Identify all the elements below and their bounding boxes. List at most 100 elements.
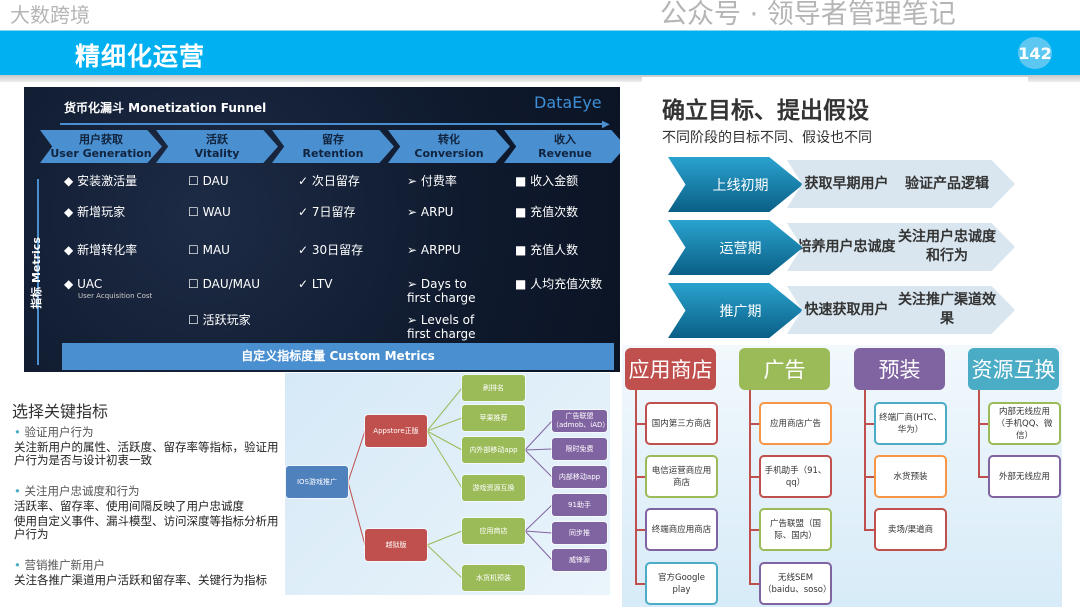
metric-bullet-icon: ➢ [407, 205, 418, 219]
stage-chevron: 运营期 [668, 220, 803, 275]
channel-item: 内部无线应用（手机QQ、微信） [988, 402, 1061, 445]
metric-item: ◆ UAC [64, 277, 102, 291]
connector-line [347, 481, 366, 546]
metric-label: DAU/MAU [202, 277, 261, 291]
channel-item: 无线SEM（baidu、soso） [759, 562, 832, 605]
metric-bullet-icon: ■ [515, 174, 527, 188]
channel-branch-line [749, 423, 761, 425]
section-heading: 营销推广新用户 [14, 557, 105, 573]
channel-tree-line [635, 390, 637, 583]
mindmap-sub-leaf: 同步推 [552, 522, 607, 544]
stage-cn: 收入 [554, 133, 576, 146]
slide-title: 精细化运营 [75, 42, 206, 71]
channel-branch-line [864, 423, 876, 425]
connector-line [426, 430, 463, 451]
section-heading: 关注用户忠诚度和行为 [14, 483, 139, 499]
metric-label: 新增玩家 [77, 205, 126, 219]
metric-bullet-icon: ✓ [298, 277, 309, 291]
metric-bullet-icon: ◆ [64, 205, 74, 219]
metric-item: ■ 充值人数 [515, 243, 578, 257]
connector-line [426, 530, 463, 546]
goals-title: 确立目标、提出假设 [662, 98, 869, 124]
section-text: 活跃率、留存率、使用间隔反映了用户忠诚度 [14, 499, 244, 513]
metric-bullet-icon: ➢ [407, 174, 418, 188]
channel-branch-line [749, 529, 761, 531]
metric-note: User Acquisition Cost [78, 292, 153, 300]
channel-header: 预装 [854, 348, 945, 390]
mindmap-connectors [347, 387, 553, 579]
metric-item: ☐ 活跃玩家 [188, 313, 251, 327]
metrics-axis-label: 指标 Metrics [29, 237, 43, 309]
mindmap-leaf: 苹果推荐 [462, 405, 525, 431]
connector-line [426, 387, 463, 432]
channel-item: 外部无线应用 [988, 455, 1061, 498]
channel-branch-line [635, 476, 647, 478]
metric-bullet-icon: ☐ [188, 313, 199, 327]
metric-bullet-icon: ✓ [298, 174, 309, 188]
metric-label: 充值人数 [530, 243, 579, 257]
channel-branch-line [864, 529, 876, 531]
stage-cn: 活跃 [206, 133, 228, 146]
channel-branch-line [864, 476, 876, 478]
metric-item: ☐ DAU [188, 174, 229, 188]
metric-label: WAU [202, 205, 231, 219]
metric-label: Levels of first charge [407, 313, 476, 341]
metric-bullet-icon: ☐ [188, 277, 199, 291]
metric-bullet-icon: ◆ [64, 174, 74, 188]
connector-line [524, 448, 553, 451]
stage-cn: 转化 [438, 133, 460, 146]
stage-en: User Generation [50, 147, 152, 160]
mindmap-sub-leaf: 91助手 [552, 494, 607, 516]
mindmap-leaf: 内外部移动app [462, 437, 525, 463]
channel-header: 应用商店 [625, 348, 716, 390]
metric-label: MAU [202, 243, 230, 257]
channel-branch-line [978, 423, 990, 425]
channel-tree-line [978, 390, 980, 476]
channel-item: 国内第三方商店 [645, 402, 718, 445]
channel-branch-line [635, 583, 647, 585]
goals-panel: 确立目标、提出假设 不同阶段的目标不同、假设也不同 上线初期获取早期用户验证产品… [642, 77, 1028, 345]
metric-item: ◆ 新增转化率 [64, 243, 137, 257]
metric-bullet-icon: ➢ [407, 243, 418, 257]
metric-item: ☐ DAU/MAU [188, 277, 260, 291]
metric-item: ✓ 次日留存 [298, 174, 360, 188]
mindmap-root: IOS游戏推广 [286, 466, 348, 498]
metric-label: 活跃玩家 [202, 313, 251, 327]
section-text: 关注新用户的属性、活跃度、留存率等指标，验证用户行为是否与设计初衷一致 [14, 440, 279, 467]
monetization-funnel-panel: 货币化漏斗 Monetization Funnel DataEye ▶ 指标 M… [24, 87, 620, 372]
metric-bullet-icon: ■ [515, 243, 527, 257]
metric-item: ☐ WAU [188, 205, 231, 219]
channel-branch-line [749, 583, 761, 585]
mindmap-sub-leaf: 广告联盟（admob、iAD） [552, 410, 609, 432]
metric-item: ✓ 7日留存 [298, 205, 356, 219]
channel-branch-line [635, 423, 647, 425]
metric-label: 付费率 [420, 174, 457, 188]
metric-item: ◆ 安装激活量 [64, 174, 137, 188]
metric-bullet-icon: ✓ [298, 205, 309, 219]
connector-line [524, 530, 553, 534]
metric-bullet-icon: ☐ [188, 205, 199, 219]
metric-label: UAC [77, 277, 103, 291]
section-heading: 验证用户行为 [14, 424, 93, 440]
metric-item: ➢ 付费率 [407, 174, 457, 188]
channel-branch-line [978, 476, 990, 478]
mindmap-sub-leaf: 威锋源 [552, 549, 607, 571]
connector-line [524, 449, 553, 478]
channel-item: 广告联盟（国际、国内） [759, 508, 832, 551]
connector-line [347, 430, 366, 483]
metric-bullet-icon: ◆ [64, 277, 74, 291]
stage-en: Vitality [194, 147, 240, 160]
page-number-badge: 142 [1018, 37, 1052, 69]
dataeye-logo: DataEye [534, 93, 602, 112]
connector-line [426, 544, 463, 579]
funnel-arrow-line [60, 123, 605, 125]
funnel-title: 货币化漏斗 Monetization Funnel [64, 101, 267, 115]
stage-cn: 留存 [322, 133, 344, 146]
metric-item: ➢ Days to first charge [407, 277, 477, 305]
channels-diagram: 应用商店国内第三方商店电信运营商应用商店终端商应用商店官方Google play… [622, 345, 1062, 607]
metric-label: 7日留存 [311, 205, 356, 219]
hypothesis-chevron: 关注推广渠道效果 [885, 286, 1015, 334]
